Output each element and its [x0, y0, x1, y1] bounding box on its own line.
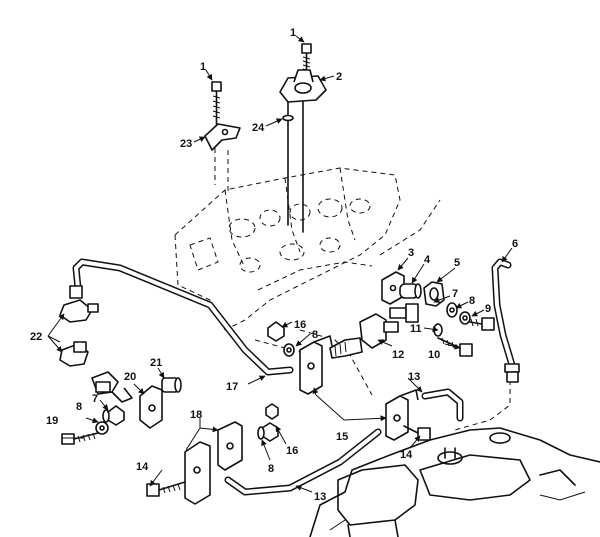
spacer	[161, 377, 182, 393]
callout-labels: 1 1 2 23 24 3 4 5 6 7 8 9 10 11 12 16 8 …	[30, 27, 518, 503]
callout-10: 10	[428, 349, 440, 361]
callout-1-left: 1	[200, 61, 206, 73]
bolt-lower-right	[403, 425, 431, 441]
callout-14-right: 14	[400, 449, 413, 461]
plate-left	[139, 385, 163, 429]
callout-9: 9	[485, 303, 491, 315]
callout-18: 18	[190, 409, 202, 421]
clamp-plate-center	[299, 335, 333, 395]
callout-8-lower: 8	[268, 463, 274, 475]
callout-8-center: 8	[312, 329, 318, 341]
callout-3: 3	[408, 247, 414, 259]
callout-19: 19	[46, 415, 58, 427]
callout-23: 23	[180, 138, 192, 150]
tube-lower	[224, 428, 382, 496]
nut-left	[102, 405, 125, 426]
tee-fitting-upper	[59, 285, 99, 323]
washers-right	[433, 302, 471, 337]
cylinder-head-block	[309, 427, 600, 537]
callout-16-lower: 16	[286, 445, 298, 457]
leader-lines	[47, 35, 513, 493]
callout-7-left: 7	[92, 393, 98, 405]
elbow-fitting-lower	[59, 341, 89, 367]
callout-24: 24	[252, 122, 265, 134]
callout-16-upper: 16	[294, 319, 306, 331]
bolt-right	[469, 317, 495, 331]
clamp-plate-right	[385, 389, 419, 441]
callout-8-left: 8	[76, 401, 82, 413]
nut-upper	[267, 321, 295, 357]
elbow-fitting-center	[329, 313, 399, 359]
callout-22: 22	[30, 331, 42, 343]
callout-13-upper: 13	[408, 371, 420, 383]
tube-lower-right	[421, 388, 464, 422]
callout-4: 4	[424, 254, 431, 266]
callout-7-right: 7	[452, 288, 458, 300]
nut-right-tall	[423, 281, 445, 307]
callout-2: 2	[336, 71, 342, 83]
bolt-right-lower	[437, 337, 473, 357]
union-fitting-left	[91, 371, 133, 403]
callout-5: 5	[454, 257, 460, 269]
washer	[282, 114, 294, 122]
tube-upper	[72, 258, 294, 376]
union-fitting-right	[389, 303, 419, 323]
bolt-lower-left	[146, 481, 186, 497]
clamp-block	[279, 69, 327, 233]
callout-8-right: 8	[469, 295, 475, 307]
clamp-bracket-lower	[184, 421, 243, 505]
callout-1-top: 1	[290, 27, 296, 39]
mounting-bracket	[204, 123, 241, 151]
callout-15: 15	[336, 431, 348, 443]
callout-21: 21	[150, 357, 162, 369]
callout-12: 12	[392, 349, 404, 361]
callout-20: 20	[124, 371, 136, 383]
sleeve-fitting	[399, 283, 422, 299]
callout-6: 6	[512, 238, 518, 250]
callout-13-lower: 13	[314, 491, 326, 503]
nut-mid	[257, 403, 279, 442]
screw-top-left	[211, 81, 222, 127]
callout-14-left: 14	[136, 461, 149, 473]
tube-right	[491, 258, 520, 383]
callout-17: 17	[226, 381, 238, 393]
callout-11: 11	[410, 323, 422, 335]
washer-left	[95, 421, 109, 435]
